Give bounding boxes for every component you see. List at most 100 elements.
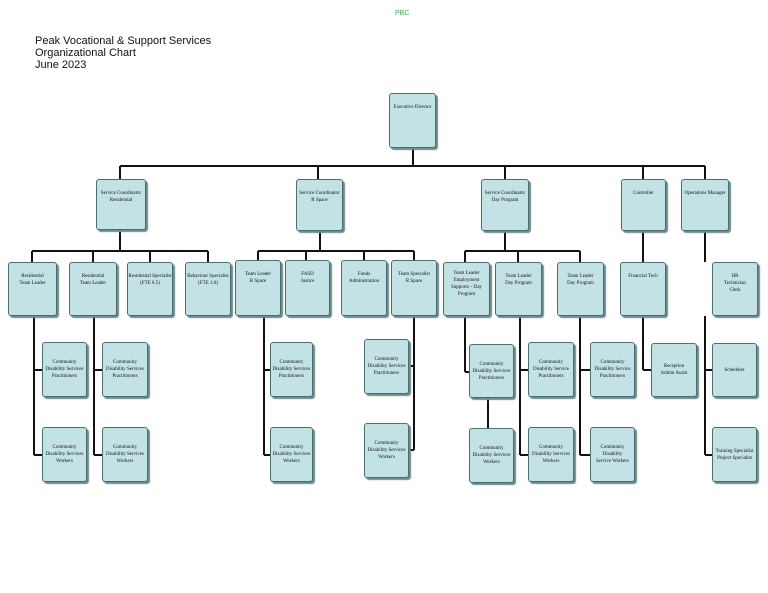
- node-label: Community: [539, 445, 563, 450]
- node-executive-director: Executive Director: [389, 93, 436, 148]
- node-label: Community: [600, 445, 625, 450]
- node-label: Practitioners: [478, 375, 505, 381]
- node-label: Residential: [109, 198, 133, 203]
- node-fasd-justice: FASD Justice: [285, 260, 330, 316]
- node-label: Workers: [483, 460, 500, 465]
- node-behaviour-specialist: Behaviour Specialist (FTE 1.0): [185, 262, 231, 316]
- node-team-leader-day-program-2: Team Leader Day Program: [557, 262, 604, 316]
- node-label: Service Workers: [596, 459, 629, 464]
- node-label: Administration: [348, 279, 380, 284]
- node-label: Team Leader: [19, 281, 46, 286]
- node-label: Disability Services: [472, 453, 511, 458]
- node-cds-workers: Community Disability Services Workers: [528, 427, 574, 482]
- node-label: Supports – Day: [450, 285, 483, 290]
- node-cds-practitioners: Community Disability Service Practitione…: [590, 342, 635, 397]
- node-label: Community: [279, 360, 304, 365]
- node-label: Financial Tech: [628, 274, 658, 279]
- node-label: Scheduler: [724, 367, 745, 373]
- node-label: R Space: [249, 279, 267, 284]
- node-team-leader-day-program-1: Team Leader Day Program: [495, 262, 542, 316]
- node-controller: Controller: [621, 179, 666, 231]
- node-label: Workers: [378, 455, 395, 460]
- node-label: Disability Service: [594, 367, 631, 372]
- node-label: Team Leader: [505, 274, 532, 279]
- node-label: Behaviour Specialist: [187, 274, 229, 279]
- node-label: Community: [113, 445, 137, 450]
- node-cds-workers: Community Disability Services Workers: [364, 423, 409, 478]
- node-label: Team Specialist: [398, 272, 430, 277]
- node-label: Disability Services: [272, 367, 311, 372]
- node-label: Disability Services: [106, 367, 144, 372]
- node-label: Practitioners: [599, 374, 626, 379]
- node-label: Disability Services: [45, 367, 84, 372]
- node-label: Disability Services: [472, 368, 511, 374]
- node-team-leader-employment: Team Leader Employment Supports – Day Pr…: [443, 262, 490, 316]
- node-label: Day Program: [567, 281, 594, 286]
- node-label: Community: [479, 361, 504, 367]
- node-label: Residential Specialist: [128, 274, 172, 279]
- node-label: (FTE 0.5): [140, 281, 160, 286]
- node-label: Disability Services: [45, 452, 84, 457]
- watermark-text: PBC: [395, 10, 410, 17]
- node-label: Practitioners: [538, 374, 564, 379]
- node-label: Admin Assist: [660, 371, 688, 376]
- node-label: Workers: [56, 459, 73, 464]
- node-label: R Space: [311, 198, 328, 203]
- node-label: Clerk: [729, 288, 741, 293]
- node-label: Residential: [21, 274, 44, 279]
- node-label: Disability Service: [533, 367, 569, 372]
- node-label: Team Leader: [244, 272, 272, 277]
- node-label: Community: [52, 445, 77, 450]
- node-funds-administration: Funds Administration: [341, 260, 387, 316]
- node-training-project-specialist: Training Specialist Project Specialist: [712, 427, 757, 482]
- node-label: Community: [374, 441, 399, 446]
- node-label: Community: [279, 445, 304, 450]
- node-label: Project Specialist: [717, 455, 752, 461]
- node-cds-workers: Community Disability Services Workers: [469, 428, 514, 483]
- node-cds-workers: Community Disability Services Workers: [102, 427, 148, 482]
- node-label: Disability Services: [367, 448, 406, 453]
- node-label: Community: [52, 360, 77, 365]
- node-label: Workers: [116, 459, 134, 464]
- node-label: Workers: [283, 459, 300, 464]
- node-label: Disability Services: [272, 452, 311, 457]
- node-label: Employment: [453, 278, 480, 283]
- node-label: Team Leader: [79, 281, 107, 286]
- node-label: Practitioners: [373, 371, 400, 376]
- node-label: Community: [539, 360, 563, 365]
- document-date: June 2023: [35, 59, 87, 71]
- node-service-coordinator-residential: Service Coordinator Residential: [96, 179, 146, 230]
- node-label: Disability Services: [106, 452, 144, 457]
- node-label: Funds: [357, 272, 371, 277]
- node-cds-practitioners: Community Disability Service Practitione…: [528, 342, 574, 397]
- company-name: Peak Vocational & Support Services: [35, 35, 212, 47]
- node-cds-practitioners: Community Disability Services Practition…: [270, 342, 313, 397]
- node-label: Practitioners: [112, 374, 138, 379]
- node-label: Workers: [542, 459, 560, 464]
- node-label: Day Program: [505, 281, 532, 286]
- node-label: Executive Director: [393, 105, 432, 110]
- chart-header: Peak Vocational & Support Services Organ…: [35, 35, 211, 71]
- node-label: Community: [479, 446, 504, 451]
- node-label: Community: [374, 357, 399, 362]
- node-team-specialist-r-space: Team Specialist R Space: [391, 260, 437, 316]
- node-cds-practitioners: Community Disability Services Practition…: [102, 342, 148, 397]
- node-label: Reception: [663, 364, 685, 369]
- node-residential-specialist: Residential Specialist (FTE 0.5): [127, 262, 173, 316]
- document-title: Organizational Chart: [35, 47, 136, 59]
- node-residential-team-leader-1: Residential Team Leader: [8, 262, 57, 316]
- node-hr-technician-clerk: HR Technician Clerk: [712, 262, 758, 316]
- node-label: R Space: [405, 279, 423, 284]
- node-financial-tech: Financial Tech: [620, 262, 666, 316]
- node-label: Residential: [81, 274, 105, 279]
- node-label: Operations Manager: [684, 191, 726, 196]
- node-label: Practitioners: [278, 374, 305, 379]
- node-label: Day Program: [491, 198, 519, 203]
- node-label: Community: [113, 360, 137, 365]
- node-label: Team Leader: [567, 274, 594, 279]
- node-label: Controller: [633, 191, 654, 196]
- node-cds-workers: Community Disability Services Workers: [270, 427, 313, 482]
- node-label: Community: [600, 360, 625, 365]
- node-label: Service Coordinator: [484, 191, 526, 196]
